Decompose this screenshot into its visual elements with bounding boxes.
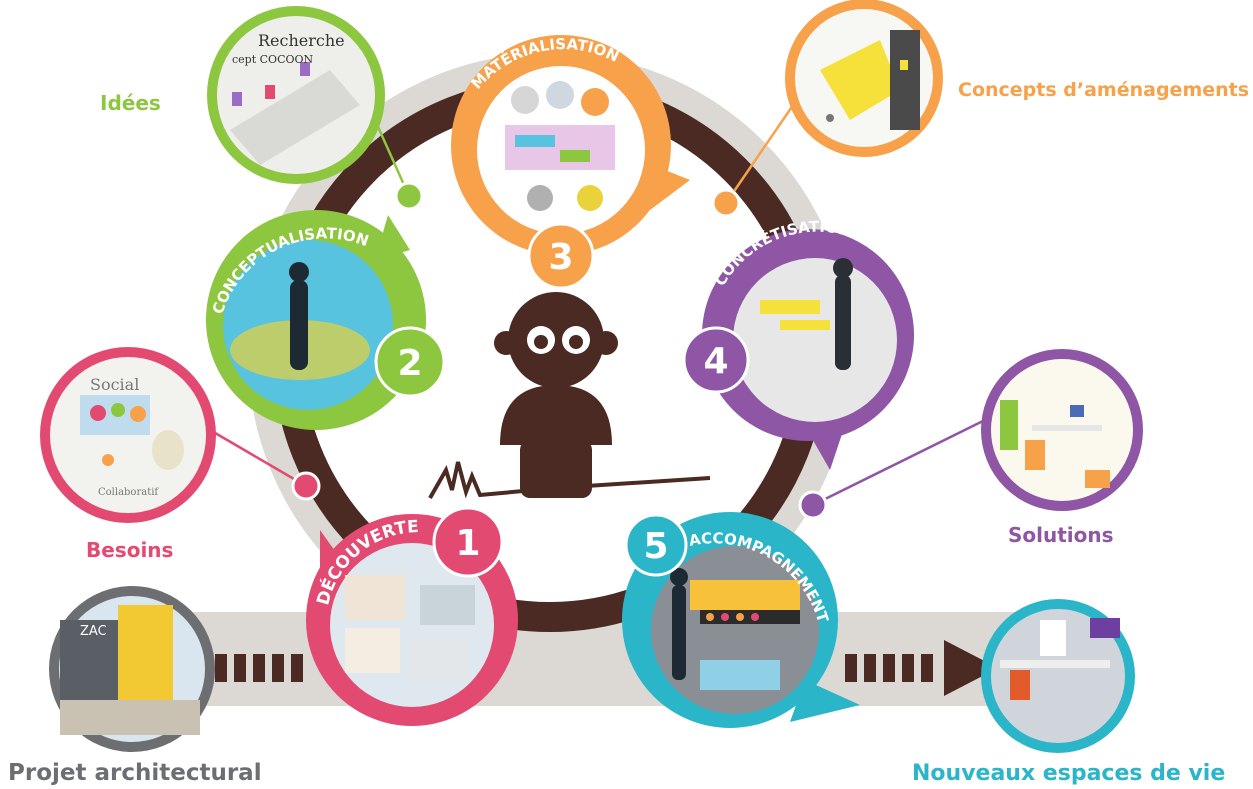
end-arrow (845, 640, 998, 696)
label-concepts: Concepts d’aménagements (958, 79, 1249, 101)
thumb-concepts (785, 0, 943, 157)
connectors (209, 94, 986, 507)
label-solutions: Solutions (1008, 523, 1114, 547)
thumb-text-collaboratif: Collaboratif (98, 487, 159, 498)
label-idees: Idées (100, 91, 161, 115)
mascot-figure (428, 292, 711, 499)
phase-2-bubble: 2 CONCEPTUALISATION (206, 210, 446, 430)
phase-5-number: 5 (643, 526, 668, 567)
phase-1-number: 1 (455, 523, 480, 564)
phase-3-number: 3 (548, 237, 573, 278)
ring-dots (291, 181, 828, 520)
thumb-text-social: Social (90, 375, 139, 394)
thumb-projet: ZAC (49, 586, 215, 752)
phase-1-bubble: 1 DÉCOUVERTE (306, 506, 518, 726)
phase-5-bubble: 5 ACCOMPAGNEMENT (622, 512, 860, 728)
thumb-nouveaux (981, 599, 1135, 753)
label-projet-architectural: Projet architectural (8, 760, 262, 786)
phase-4-bubble: 4 CONCRÉTISATION (682, 218, 914, 470)
phase-3-bubble: 3 MATÉRIALISATION (451, 35, 690, 290)
phase-2-number: 2 (397, 343, 422, 384)
start-dashes (215, 654, 303, 682)
thumb-besoins: Social Collaboratif (40, 347, 216, 523)
thumb-text-recherche: Recherche (258, 31, 345, 50)
thumb-idees: Recherche cept COCOON (207, 6, 385, 184)
thumb-text-zac: ZAC (80, 624, 107, 639)
thumb-text-cocoon: cept COCOON (232, 53, 314, 66)
label-nouveaux-espaces: Nouveaux espaces de vie (912, 761, 1225, 786)
label-besoins: Besoins (86, 538, 173, 562)
thumb-solutions (981, 349, 1143, 511)
phase-4-number: 4 (703, 341, 728, 382)
